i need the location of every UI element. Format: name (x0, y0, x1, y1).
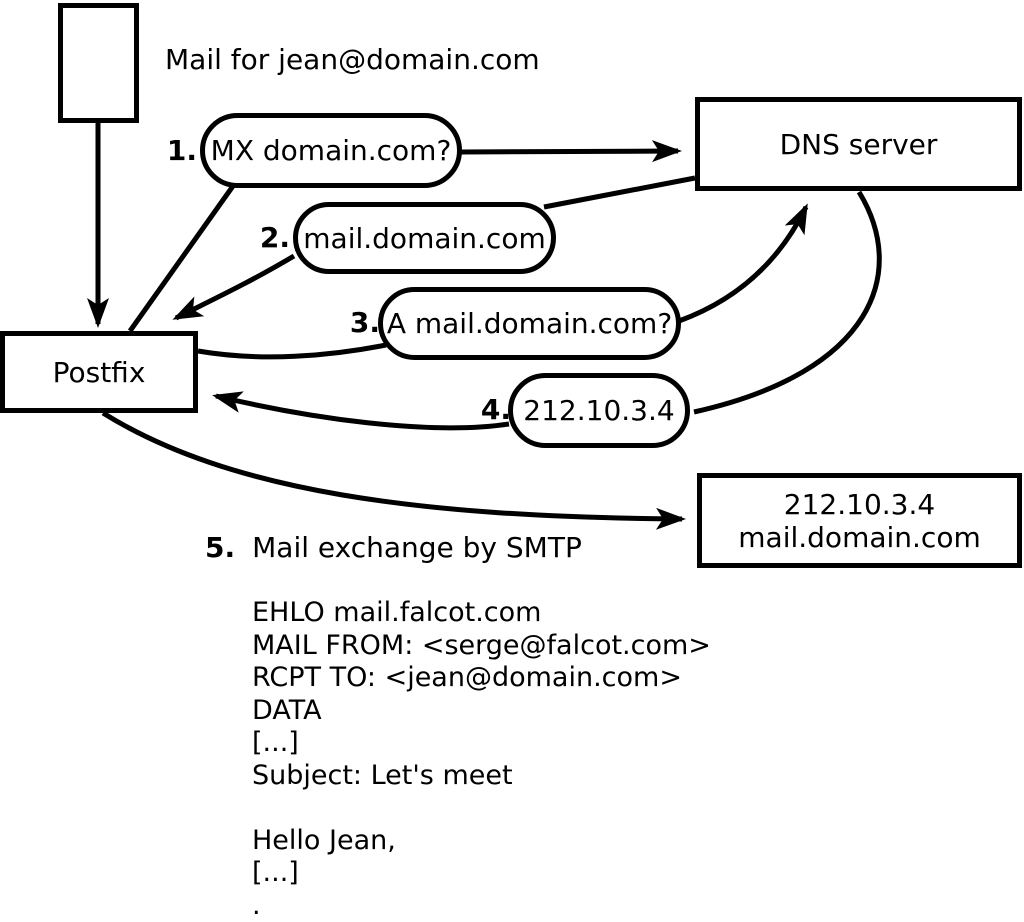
step-5-label: Mail exchange by SMTP (252, 531, 582, 564)
edge-query1-to-dns (461, 151, 678, 152)
node-dns-server-label: DNS server (780, 128, 938, 161)
smtp-line: Subject: Let's meet (252, 760, 711, 793)
message-a-answer: 212.10.3.4 (508, 373, 690, 448)
node-postfix-label: Postfix (53, 356, 146, 389)
message-a-query: A mail.domain.com? (378, 287, 681, 360)
node-dns-server: DNS server (695, 97, 1022, 191)
edge-dns-to-answer4 (694, 192, 879, 412)
diagram-title: Mail for jean@domain.com (165, 43, 540, 76)
edge-answer4-to-postfix (216, 396, 509, 428)
step-1-number: 1. (157, 134, 197, 168)
smtp-transcript: EHLO mail.falcot.com MAIL FROM: <serge@f… (252, 597, 711, 922)
message-mx-query-label: MX domain.com? (211, 134, 452, 167)
node-postfix: Postfix (0, 331, 198, 413)
step-5-caption: 5. Mail exchange by SMTP (205, 531, 582, 564)
mail-message-box (58, 3, 139, 123)
edge-answer2-to-postfix (176, 256, 294, 318)
message-mx-answer: mail.domain.com (293, 202, 556, 274)
edge-dns-to-answer2 (544, 178, 695, 207)
smtp-line: DATA (252, 695, 711, 728)
smtp-line: . (252, 890, 711, 922)
edge-query3-to-dns (679, 207, 806, 321)
step-5-number: 5. (205, 531, 235, 564)
node-mail-server-ip: 212.10.3.4 (784, 488, 935, 521)
smtp-line: [...] (252, 857, 711, 890)
smtp-line: MAIL FROM: <serge@falcot.com> (252, 630, 711, 663)
step-4-number: 4. (471, 393, 511, 427)
smtp-line: [...] (252, 727, 711, 760)
smtp-line: Hello Jean, (252, 825, 711, 858)
message-a-answer-label: 212.10.3.4 (523, 394, 674, 427)
node-mail-server-hostname: mail.domain.com (738, 521, 980, 554)
edge-postfix-to-query3 (198, 345, 386, 357)
smtp-line: RCPT TO: <jean@domain.com> (252, 662, 711, 695)
smtp-line (252, 792, 711, 825)
message-mx-query: MX domain.com? (200, 113, 462, 188)
node-mail-server: 212.10.3.4 mail.domain.com (697, 473, 1022, 568)
smtp-line: EHLO mail.falcot.com (252, 597, 711, 630)
step-3-number: 3. (340, 306, 380, 340)
step-2-number: 2. (250, 221, 290, 255)
message-a-query-label: A mail.domain.com? (387, 307, 672, 340)
edge-postfix-to-query1 (130, 186, 233, 331)
message-mx-answer-label: mail.domain.com (303, 222, 545, 255)
